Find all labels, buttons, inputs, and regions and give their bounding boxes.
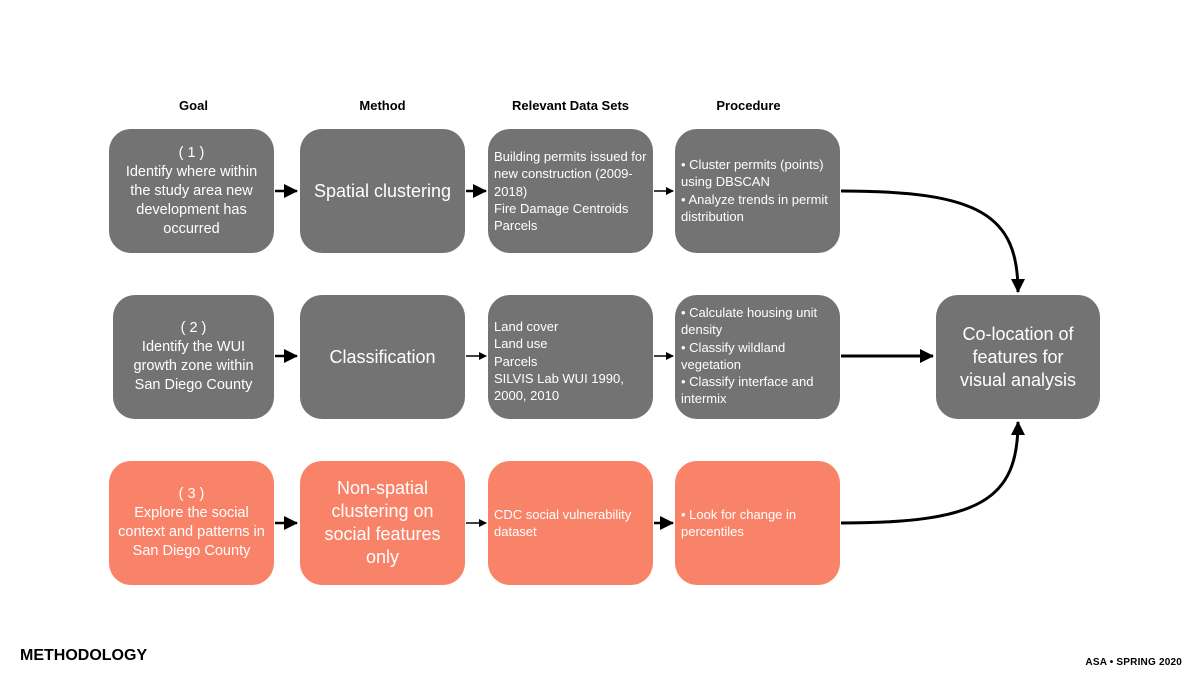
method-text-1: Spatial clustering: [313, 180, 452, 201]
header-method: Method: [359, 98, 406, 113]
goal-text-2: ( 2 ) Identify the WUI growth zone withi…: [133, 320, 254, 393]
method-box-3: Non-spatial clustering on social feature…: [300, 461, 465, 585]
procedure-text-1: • Cluster permits (points) using DBSCAN …: [681, 157, 828, 224]
arrow-r1-to-final: [840, 189, 1025, 293]
goal-text-1: ( 1 ) Identify where within the study ar…: [125, 144, 258, 237]
datasets-box-2: Land cover Land use Parcels SILVIS Lab W…: [488, 295, 653, 419]
method-box-1: Spatial clustering: [300, 129, 465, 253]
procedure-text-2: • Calculate housing unit density • Class…: [681, 305, 818, 407]
final-colocation-text: Co-location of features for visual analy…: [959, 323, 1077, 390]
procedure-text-3: • Look for change in percentiles: [681, 507, 797, 540]
credit-label: ASA • SPRING 2020: [1085, 657, 1182, 668]
method-text-2: Classification: [329, 346, 436, 367]
goal-text-3: ( 3 ) Explore the social context and pat…: [118, 486, 265, 559]
datasets-text-1: Building permits issued for new construc…: [494, 149, 647, 234]
header-procedure: Procedure: [716, 98, 781, 113]
header-datasets: Relevant Data Sets: [511, 98, 630, 113]
datasets-text-2: Land cover Land use Parcels SILVIS Lab W…: [494, 319, 624, 404]
procedure-box-2: • Calculate housing unit density • Class…: [675, 295, 840, 419]
final-colocation-box: Co-location of features for visual analy…: [936, 295, 1100, 419]
procedure-box-3: • Look for change in percentiles: [675, 461, 840, 585]
goal-box-3: ( 3 ) Explore the social context and pat…: [109, 461, 274, 585]
page-title: METHODOLOGY: [20, 647, 148, 664]
header-goal: Goal: [179, 98, 208, 113]
goal-box-1: ( 1 ) Identify where within the study ar…: [109, 129, 274, 253]
procedure-box-1: • Cluster permits (points) using DBSCAN …: [675, 129, 840, 253]
datasets-box-1: Building permits issued for new construc…: [488, 129, 653, 253]
arrow-r3-to-final: [840, 421, 1025, 525]
datasets-box-3: CDC social vulnerability dataset: [488, 461, 653, 585]
method-text-3: Non-spatial clustering on social feature…: [324, 478, 441, 567]
datasets-text-3: CDC social vulnerability dataset: [494, 507, 632, 540]
method-box-2: Classification: [300, 295, 465, 419]
goal-box-2: ( 2 ) Identify the WUI growth zone withi…: [113, 295, 274, 419]
